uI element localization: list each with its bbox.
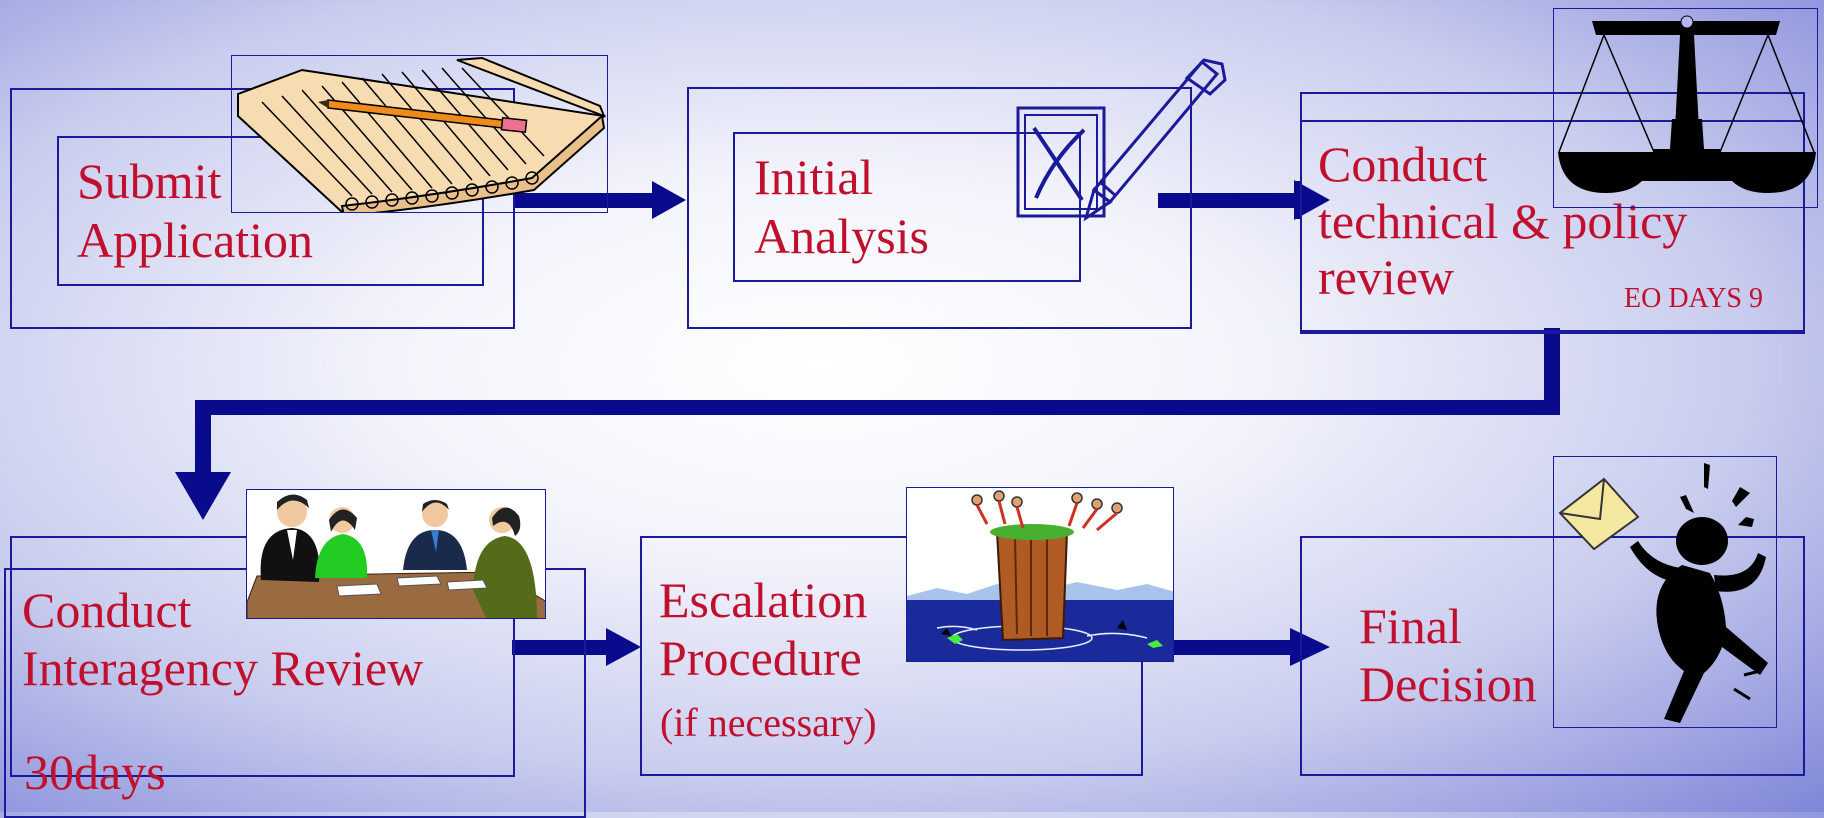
meeting-icon (246, 489, 546, 619)
ballot-pen-icon (1016, 58, 1227, 222)
scales-icon (1553, 8, 1818, 208)
cliff-icon (906, 487, 1174, 662)
arrowhead-2 (1294, 180, 1330, 220)
review-inner-box (1300, 120, 1805, 332)
arrow-interagency-to-escalation (512, 640, 612, 655)
arrowhead-3 (175, 472, 231, 520)
connector-drop (195, 400, 211, 475)
arrowhead-4 (606, 628, 641, 666)
initial-analysis-label: Initial Analysis (754, 149, 929, 264)
interagency-days-label: 30days (24, 744, 166, 800)
arrow-submit-to-initial (514, 193, 654, 208)
submit-application-label: Submit Application (77, 153, 314, 268)
final-decision-label: Final Decision (1359, 598, 1537, 712)
connector-down (1544, 328, 1560, 410)
initial-inner-box (733, 132, 1081, 282)
notepad-pencil-icon (231, 55, 608, 213)
arrowhead-1 (652, 181, 686, 219)
final-box (1300, 536, 1805, 776)
escalation-procedure-label: Escalation Procedure (659, 572, 868, 686)
eo-days-label: EO DAYS 9 (1624, 283, 1763, 314)
person-letter-icon (1553, 456, 1777, 728)
initial-outer-box (687, 87, 1192, 329)
escalation-note-label: (if necessary) (660, 700, 877, 745)
conduct-review-label: Conduct technical & policy review (1318, 136, 1688, 305)
arrow-escalation-to-final (1174, 640, 1294, 655)
arrow-initial-to-review (1158, 193, 1296, 208)
interagency-review-label: Conduct Interagency Review (22, 582, 424, 696)
connector-across (196, 400, 1560, 415)
